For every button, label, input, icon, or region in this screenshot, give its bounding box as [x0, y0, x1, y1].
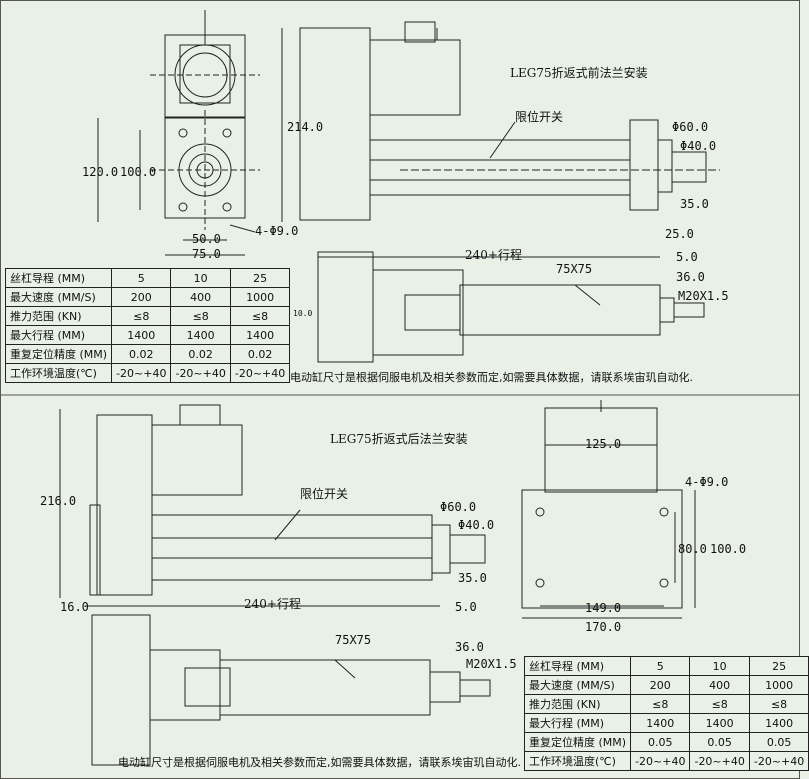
front-title: LEG75折返式前法兰安装	[510, 66, 648, 80]
rear-flange-view	[521, 400, 696, 619]
table-row: 推力范围 (KN)≤8≤8≤8	[4, 306, 291, 326]
rear-dim-section: 75X75	[335, 633, 372, 647]
rear-dim-d40: Φ40.0	[458, 518, 495, 532]
rear-dim-36: 36.0	[455, 640, 484, 654]
front-dim-d60: Φ60.0	[672, 120, 709, 134]
rear-dim-80: 80.0	[678, 542, 707, 556]
front-dim-hole: 4-Φ9.0	[255, 224, 299, 238]
table-row: 推力范围 (KN)≤8≤8≤8	[523, 694, 809, 714]
front-top-view	[317, 251, 705, 363]
rear-title: LEG75折返式后法兰安装	[330, 432, 468, 446]
rear-dim-d60: Φ60.0	[440, 500, 477, 514]
front-side-view	[281, 21, 720, 222]
front-dim-d40: Φ40.0	[680, 139, 717, 153]
rear-top-view	[91, 614, 491, 766]
front-dim-10: 10.0	[293, 309, 313, 318]
front-dim-section: 75X75	[556, 262, 593, 276]
front-dim-120: 120.0	[82, 165, 119, 179]
table-row: 工作环境温度(℃)-20~+40-20~+40-20~+40	[4, 363, 291, 383]
front-dim-thread: M20X1.5	[678, 289, 729, 303]
rear-dim-216: 216.0	[40, 494, 77, 508]
front-dim-stroke: 240+行程	[465, 248, 522, 262]
rear-note: 电动缸尺寸是根据伺服电机及相关参数而定,如需要具体数据，请联系埃宙玑自动化.	[118, 756, 521, 769]
front-limit-switch-label: 限位开关	[515, 110, 564, 124]
rear-limit-switch-label: 限位开关	[300, 487, 349, 501]
front-dim-100: 100.0	[120, 165, 157, 179]
front-dim-36: 36.0	[676, 270, 705, 284]
front-dim-50: 50.0	[192, 232, 221, 246]
rear-dim-170: 170.0	[585, 620, 622, 634]
front-dim-75: 75.0	[192, 247, 221, 261]
front-dim-5: 5.0	[676, 250, 698, 264]
front-end-view	[97, 10, 260, 256]
rear-dim-thread: M20X1.5	[466, 657, 517, 671]
rear-dim-stroke: 240+行程	[244, 597, 301, 611]
rear-dim-100: 100.0	[710, 542, 747, 556]
rear-dim-16: 16.0	[60, 600, 89, 614]
rear-dim-125: 125.0	[585, 437, 622, 451]
rear-dim-149: 149.0	[585, 601, 622, 615]
front-dim-35: 35.0	[680, 197, 709, 211]
front-dim-214: 214.0	[287, 120, 324, 134]
rear-side-view	[59, 404, 486, 607]
front-note: 电动缸尺寸是根据伺服电机及相关参数而定,如需要具体数据，请联系埃宙玑自动化.	[290, 371, 693, 384]
rear-dim-hole: 4-Φ9.0	[685, 475, 729, 489]
front-dim-25: 25.0	[665, 227, 694, 241]
rear-dim-35: 35.0	[458, 571, 487, 585]
rear-dim-5: 5.0	[455, 600, 477, 614]
table-row: 工作环境温度(℃)-20~+40-20~+40-20~+40	[523, 751, 809, 771]
